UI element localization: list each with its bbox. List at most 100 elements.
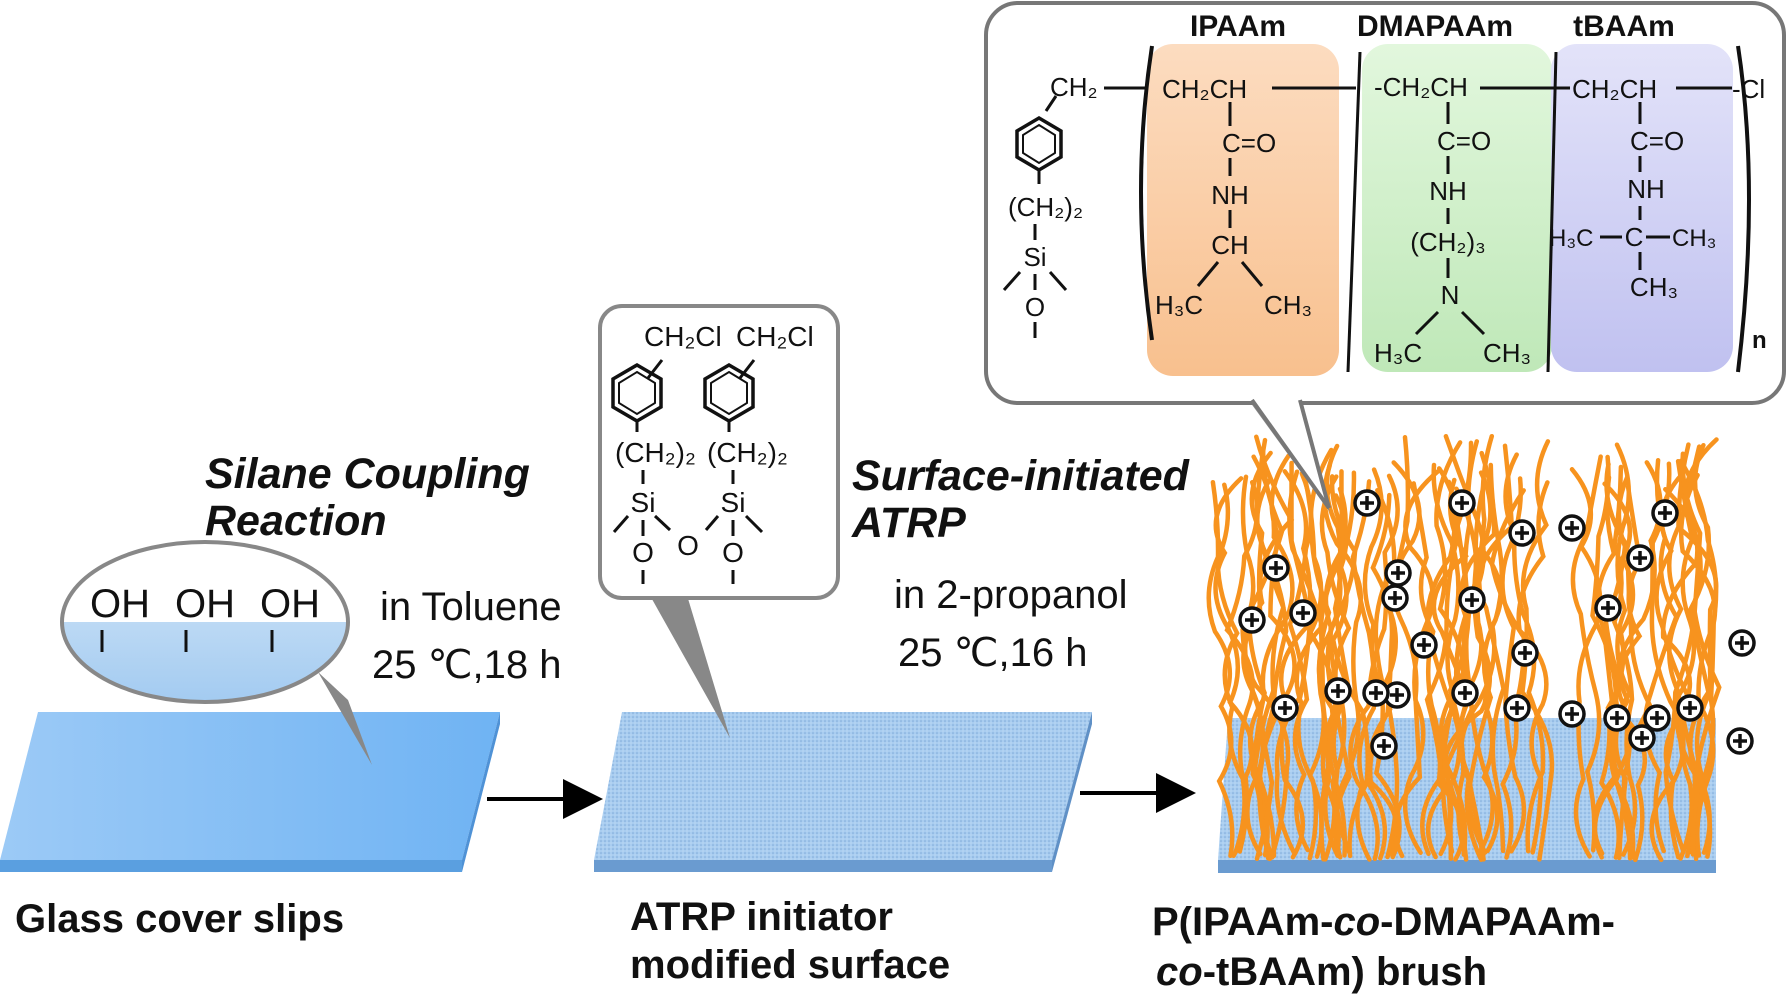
positive-charge-icon [1384, 559, 1412, 587]
positive-charge-icon [1603, 704, 1631, 732]
atrp-condition-temp: 25 ℃,16 h [898, 631, 1088, 675]
positive-charge-icon [1362, 679, 1390, 707]
ipaam-left-methyl: H₃C [1155, 290, 1203, 320]
positive-charge-icon [1324, 677, 1352, 705]
brush-strand [1431, 462, 1461, 854]
positive-charge-icon [1262, 554, 1290, 582]
brush-strand [1323, 469, 1347, 862]
dmapaam-backbone: -CH₂CH [1374, 72, 1468, 102]
polymer-structure-callout: IPAAm DMAPAAm tBAAm CH₂ (CH₂)₂ Si O n CH… [984, 1, 1786, 512]
polymer-brush-strands [1206, 433, 1722, 863]
caption-brush-part1: P(IPAAm- [1152, 900, 1333, 944]
chain-label-1: (CH₂)₂ [615, 437, 696, 468]
brush-strand [1592, 475, 1617, 860]
brush-strand [1362, 467, 1400, 860]
caption-brush-co1: co [1333, 900, 1380, 944]
atrp-title-line2: ATRP [851, 499, 966, 547]
caption-brush-part2: -DMAPAAm- [1380, 900, 1615, 944]
o-label-2: O [722, 537, 744, 568]
brush-strand [1256, 453, 1297, 859]
positive-charge-icon [1353, 489, 1381, 517]
monomer-label-dmapaam: DMAPAAm [1357, 10, 1513, 43]
positive-charge-icon [1508, 519, 1536, 547]
anchor-chain: (CH₂)₂ [1008, 192, 1083, 222]
positive-charge-icon [1448, 489, 1476, 517]
positive-charge-icon [1410, 631, 1438, 659]
anchor-si: Si [1023, 242, 1046, 272]
dmapaam-chain: (CH₂)₃ [1410, 227, 1486, 257]
tbaam-nh: NH [1627, 174, 1665, 204]
positive-charge-icon [1458, 586, 1486, 614]
brush-strand [1373, 435, 1411, 860]
o-label-1: O [632, 537, 654, 568]
brush-strand [1402, 469, 1440, 855]
brush-strand [1367, 488, 1400, 858]
positive-charge-icon [1381, 584, 1409, 612]
positive-charge-icon [1643, 704, 1671, 732]
tbaam-quat-right: CH₃ [1672, 225, 1716, 252]
segment-divider-1 [1346, 51, 1362, 373]
brush-strand [1663, 451, 1703, 854]
positive-charge-icon [1728, 629, 1756, 657]
silane-condition-temp: 25 ℃,18 h [372, 643, 562, 687]
dmapaam-right-methyl: CH₃ [1483, 338, 1531, 368]
si-label-2: Si [721, 487, 746, 518]
brush-strand [1649, 461, 1686, 863]
positive-charge-icon [1451, 679, 1479, 707]
positive-charge-icon [1626, 544, 1654, 572]
caption-brush-co2: co [1156, 950, 1203, 994]
caption-initiator-line1: ATRP initiator [630, 895, 893, 939]
silane-title-line1: Silane Coupling [205, 450, 530, 498]
brush-strand [1330, 493, 1371, 859]
dmapaam-box [1362, 44, 1552, 372]
anchor-o: O [1025, 292, 1045, 322]
caption-brush-part3: -tBAAm) brush [1203, 950, 1487, 994]
positive-charge-icon [1370, 732, 1398, 760]
brush-strand [1278, 469, 1313, 860]
brush-strand [1240, 474, 1275, 862]
positive-charge-icon [1558, 514, 1586, 542]
brush-strand [1411, 481, 1443, 857]
brush-strand [1599, 481, 1636, 860]
ch2cl-label-1: CH₂Cl [644, 321, 722, 352]
end-group-cl: -Cl [1732, 74, 1765, 104]
tbaam-quat-c: C [1625, 222, 1644, 252]
chain-label-2: (CH₂)₂ [707, 437, 788, 468]
anchor-ch2: CH₂ [1050, 72, 1098, 102]
dmapaam-carbonyl: C=O [1437, 126, 1491, 156]
brush-strand [1603, 462, 1631, 861]
initiator-surface [594, 712, 1092, 872]
positive-charge-icon [1594, 594, 1622, 622]
silane-condition-solvent: in Toluene [380, 585, 562, 629]
brush-strand [1431, 477, 1475, 862]
brush-strand [1442, 486, 1492, 862]
positive-charge-icon [1503, 694, 1531, 722]
positive-charge-icon [1289, 599, 1317, 627]
dmapaam-nh: NH [1429, 176, 1467, 206]
brush-strand [1590, 454, 1620, 856]
brush-strand [1215, 482, 1250, 859]
atrp-title-line1: Surface-initiated [852, 452, 1190, 500]
brush-strand [1287, 471, 1314, 853]
svg-text:co-tBAAm) brush: co-tBAAm) brush [1156, 950, 1487, 994]
caption-glass: Glass cover slips [15, 897, 344, 941]
tbaam-backbone: CH₂CH [1572, 74, 1657, 104]
initiator-structure-callout: CH₂Cl CH₂Cl (CH₂)₂ (CH₂)₂ Si Si O O O [598, 304, 840, 738]
repeat-bracket-left [1139, 45, 1154, 341]
ipaam-backbone: CH₂CH [1162, 74, 1247, 104]
brush-strand [1425, 479, 1462, 860]
ipaam-nh: NH [1211, 180, 1249, 210]
brush-strand [1500, 476, 1527, 854]
glass-cover-slip [0, 712, 500, 872]
oh-label-2: OH [175, 582, 235, 626]
atrp-condition-solvent: in 2-propanol [894, 573, 1128, 617]
hydroxyl-callout: OH OH OH [60, 540, 372, 765]
brush-strand [1255, 478, 1289, 860]
si-label-1: Si [631, 487, 656, 518]
brush-strand [1516, 480, 1550, 855]
dmapaam-n: N [1441, 280, 1460, 310]
positive-charge-icon [1726, 727, 1754, 755]
brush-strand [1667, 442, 1698, 859]
svg-text:P(IPAAm-co-DMAPAAm-: P(IPAAm-co-DMAPAAm- [1152, 900, 1615, 944]
